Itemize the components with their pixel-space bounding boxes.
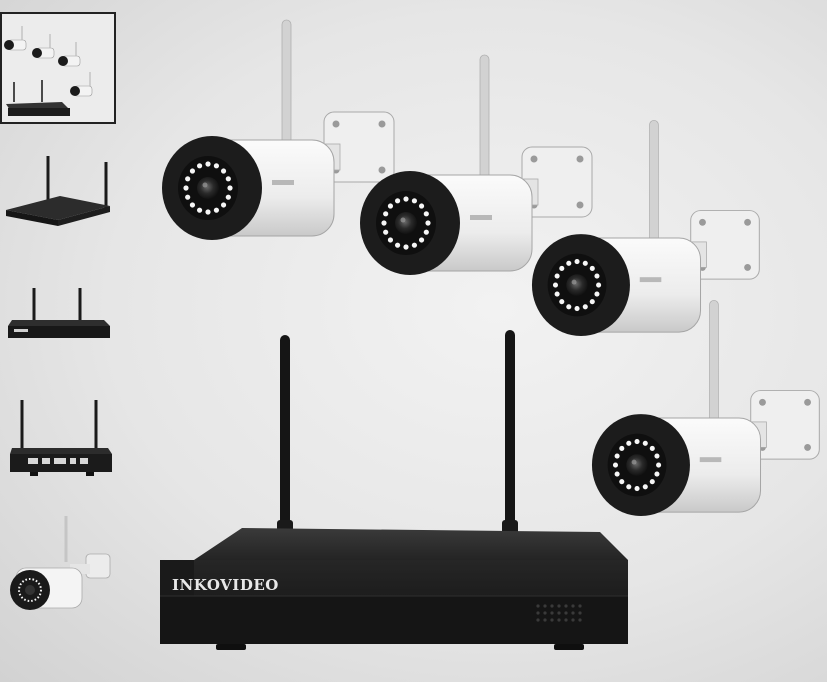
ir-led-ring-icon — [381, 196, 431, 250]
ir-led-ring-icon — [552, 258, 602, 312]
nvr-top-panel — [194, 528, 628, 560]
bullet-camera — [591, 300, 820, 516]
thumbnail-nvr-flat-image — [8, 288, 110, 338]
antenna-icon — [649, 120, 659, 249]
thumbnail-camera-image — [10, 516, 111, 610]
camera-group — [162, 19, 820, 516]
antenna-icon — [277, 335, 293, 544]
nvr-recorder: INKOVIDEO — [160, 330, 628, 650]
antenna-icon — [709, 300, 719, 429]
bullet-camera — [162, 19, 395, 240]
ir-led-ring-icon — [612, 438, 662, 492]
camera-lens — [626, 454, 648, 476]
thumbnail-nvr-back[interactable] — [0, 392, 116, 482]
camera-lens — [197, 177, 219, 199]
thumbnail-full-set-image — [4, 26, 93, 116]
main-product-illustration: INKOVIDEO — [160, 19, 820, 650]
bullet-camera — [531, 120, 760, 336]
nvr-brand-label: INKOVIDEO — [172, 576, 279, 594]
antenna-icon — [281, 19, 292, 151]
thumbnail-nvr-front[interactable] — [0, 150, 116, 230]
camera-lens — [395, 212, 417, 234]
camera-lens — [566, 274, 588, 296]
thumbnail-nvr-flat[interactable] — [0, 280, 116, 348]
thumbnail-camera[interactable] — [0, 512, 116, 624]
ir-led-ring-icon — [183, 161, 233, 215]
thumbnail-full-set[interactable] — [0, 12, 116, 124]
bullet-camera — [360, 54, 593, 275]
antenna-icon — [479, 54, 490, 186]
nvr-vent-grille — [536, 604, 582, 622]
thumbnail-nvr-back-image — [10, 400, 112, 476]
main-product-image[interactable]: INKOVIDEO — [130, 0, 827, 682]
antenna-icon — [502, 330, 518, 544]
thumbnail-nvr-front-image — [6, 156, 110, 226]
thumbnail-rail — [0, 0, 130, 682]
